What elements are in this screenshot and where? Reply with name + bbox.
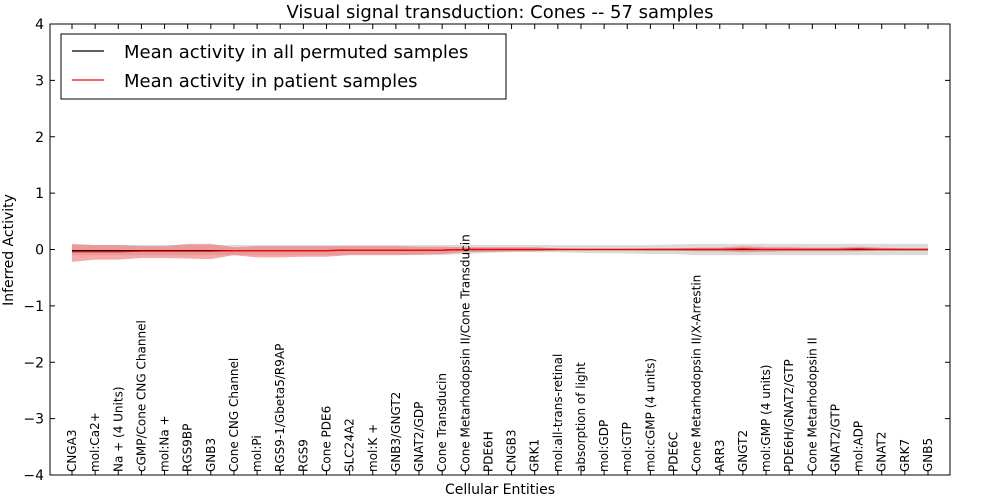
y-tick-label: 3 <box>35 73 44 89</box>
plot-frame <box>49 23 951 476</box>
x-tick-label: mol:K + <box>366 424 380 472</box>
legend-box <box>60 33 507 100</box>
x-tick-label: SLC24A2 <box>343 418 357 472</box>
x-tick-label: GRK1 <box>528 439 542 472</box>
series-line-1 <box>72 248 928 253</box>
x-tick-label: Na + (4 Units) <box>111 386 125 472</box>
x-tick-label: PDE6C <box>667 432 681 472</box>
x-tick-label: Cone CNG Channel <box>227 358 241 472</box>
x-tick-label: mol:GMP (4 units) <box>759 365 773 472</box>
chart-title: Visual signal transduction: Cones -- 57 … <box>286 2 713 23</box>
legend-label: Mean activity in patient samples <box>124 71 418 92</box>
x-tick-label: mol:GDP <box>597 420 611 472</box>
series-lines <box>72 248 928 253</box>
x-tick-label: GNGT2 <box>736 430 750 472</box>
x-tick-label: GRK7 <box>898 439 912 472</box>
x-tick-label: mol:Pi <box>250 435 264 472</box>
x-tick-label: CNGB3 <box>505 429 519 472</box>
x-tick-label: PDE6H/GNAT2/GTP <box>782 359 796 472</box>
x-tick-label: absorption of light <box>574 362 588 472</box>
x-tick-label: GNAT2/GDP <box>412 402 426 472</box>
y-axis-ticks: −4 −3 −2 −1 0 1 2 3 4 <box>23 17 950 484</box>
y-tick-label: 4 <box>35 17 44 33</box>
x-tick-label: cGMP/Cone CNG Channel <box>134 320 148 472</box>
x-tick-label: GNB5 <box>921 438 935 472</box>
x-tick-label: Cone Transducin <box>435 373 449 472</box>
y-tick-label: −3 <box>23 412 44 428</box>
y-tick-label: 2 <box>35 130 44 146</box>
x-tick-label: mol:cGMP (4 units) <box>643 358 657 472</box>
x-tick-label: RGS9-1/Gbeta5/R9AP <box>273 344 287 472</box>
y-tick-label: −2 <box>23 355 44 371</box>
x-tick-label: RGS9BP <box>181 424 195 472</box>
x-tick-label: GNAT2 <box>875 431 889 472</box>
series-band-1 <box>72 243 928 262</box>
confidence-bands <box>72 243 928 262</box>
y-axis-label: Inferred Activity <box>1 194 17 306</box>
legend: Mean activity in all permuted samplesMea… <box>60 33 507 100</box>
x-tick-label: CNGA3 <box>65 430 79 473</box>
x-axis-label: Cellular Entities <box>445 482 555 498</box>
x-tick-label: mol:Ca2+ <box>88 412 102 472</box>
x-tick-label: mol:Na + <box>158 415 172 472</box>
x-tick-label: mol:GTP <box>620 422 634 472</box>
x-tick-label: Cone Metarhodopsin II/Cone Transducin <box>458 234 472 472</box>
x-tick-label: Cone Metarhodopsin II <box>805 337 819 472</box>
x-tick-label: GNAT2/GTP <box>829 404 843 472</box>
y-tick-label: 0 <box>35 243 44 259</box>
x-tick-label: GNB3 <box>204 438 218 472</box>
x-tick-label: ARR3 <box>713 439 727 472</box>
y-tick-label: 1 <box>35 186 44 202</box>
x-tick-label: GNB3/GNGT2 <box>389 392 403 472</box>
legend-label: Mean activity in all permuted samples <box>124 42 468 63</box>
x-tick-label: PDE6H <box>481 431 495 472</box>
x-tick-label: Cone PDE6 <box>320 406 334 472</box>
x-tick-label: mol:ADP <box>852 421 866 472</box>
x-axis-ticks: CNGA3 mol:Ca2+ Na + (4 Units) cGMP/Cone CNG… <box>65 24 935 475</box>
x-tick-label: Cone Metarhodopsin II/X-Arrestin <box>690 275 704 472</box>
y-tick-label: −4 <box>23 468 44 484</box>
x-tick-label: mol:all-trans-retinal <box>551 354 565 472</box>
x-tick-label: RGS9 <box>296 439 310 472</box>
y-tick-label: −1 <box>23 299 44 315</box>
